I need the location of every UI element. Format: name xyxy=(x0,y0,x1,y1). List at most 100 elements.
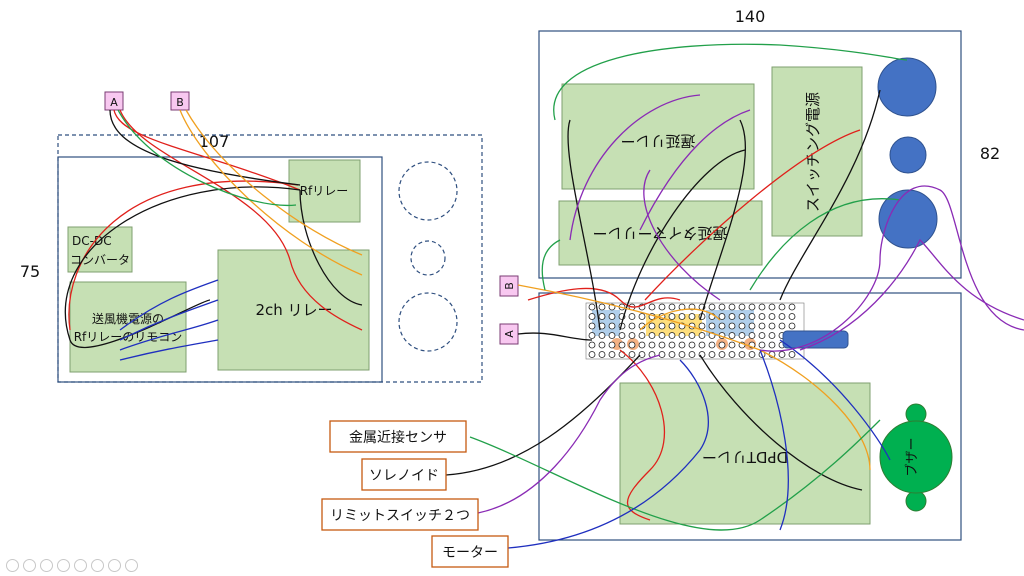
buzzer-pin-bottom xyxy=(905,490,927,512)
callout-metal-sensor-label: 金属近接センサ xyxy=(349,429,447,446)
perfboard-hole xyxy=(658,303,666,311)
perfboard-hole xyxy=(708,322,716,330)
perfboard-hole xyxy=(698,332,706,339)
perfboard-hole xyxy=(708,341,716,349)
perfboard-hole xyxy=(708,351,716,358)
rf-relay-label: Rfリレー xyxy=(300,184,349,198)
perfboard-hole xyxy=(708,303,716,311)
dimension-left-height: 75 xyxy=(20,262,40,281)
perfboard-hole xyxy=(768,332,776,339)
perfboard-hole xyxy=(678,351,686,358)
connector-a-top-label: A xyxy=(110,96,118,109)
perfboard-hole xyxy=(688,341,696,349)
perfboard-hole xyxy=(748,332,756,339)
subtitle-icon[interactable] xyxy=(108,559,121,572)
speaker-large-bottom xyxy=(878,189,938,249)
perfboard-hole xyxy=(728,332,736,339)
perfboard-hole xyxy=(748,313,756,320)
perfboard-hole xyxy=(668,303,676,311)
perfboard-hole xyxy=(758,341,766,349)
perfboard-hole xyxy=(728,341,736,349)
perfboard-hole xyxy=(768,303,776,311)
cable-gland xyxy=(782,330,849,349)
perfboard-hole xyxy=(608,332,616,339)
perfboard-hole xyxy=(788,313,796,320)
perfboard-hole xyxy=(728,303,736,311)
delay-relay-label: 遅延リレー xyxy=(620,132,695,150)
callout-limit-switch xyxy=(321,498,479,531)
previous-slide-icon[interactable] xyxy=(6,559,19,572)
perfboard-hole xyxy=(758,303,766,311)
perfboard-hole xyxy=(738,332,746,339)
perfboard-hole xyxy=(768,341,776,349)
perfboard-hole xyxy=(628,313,636,320)
perfboard-hole xyxy=(688,332,696,339)
perfboard-hole xyxy=(618,341,626,349)
perfboard-hole xyxy=(718,341,726,349)
perfboard-hole xyxy=(788,322,796,330)
perfboard-hole xyxy=(738,303,746,311)
perfboard-hole xyxy=(628,332,636,339)
perfboard-hole xyxy=(658,322,666,330)
perfboard-hole xyxy=(618,332,626,339)
perfboard-hole xyxy=(588,341,596,349)
callout-motor-label: モーター xyxy=(442,545,498,561)
more-icon[interactable] xyxy=(125,559,138,572)
dimension-left-width: 107 xyxy=(199,132,230,151)
perfboard-hole xyxy=(608,341,616,349)
left-speaker-hole-middle xyxy=(410,240,446,276)
perfboard-hole xyxy=(728,313,736,320)
perfboard-hole xyxy=(748,351,756,358)
perfboard-hole xyxy=(598,303,606,311)
perfboard xyxy=(585,302,805,360)
perfboard-hole xyxy=(778,303,786,311)
perfboard-hole xyxy=(728,322,736,330)
dpdt-relay-board xyxy=(619,382,871,525)
perfboard-hole xyxy=(668,313,676,320)
callout-metal-sensor xyxy=(329,420,467,453)
menu-icon[interactable] xyxy=(91,559,104,572)
connector-a-side-label: A xyxy=(503,330,516,338)
bottom-right-panel xyxy=(538,292,962,541)
delay-timer-relay-label: 遅延タイマーリレー xyxy=(592,224,727,242)
zoom-icon[interactable] xyxy=(74,559,87,572)
perfboard-hole xyxy=(598,313,606,320)
perfboard-hole xyxy=(658,351,666,358)
perfboard-hole xyxy=(608,313,616,320)
perfboard-hole xyxy=(638,332,646,339)
perfboard-hole xyxy=(628,322,636,330)
connector-b-side-label: B xyxy=(503,282,516,290)
perfboard-hole xyxy=(758,313,766,320)
dpdt-relay-label: DPDTリレー xyxy=(702,448,788,466)
perfboard-hole xyxy=(658,332,666,339)
perfboard-hole xyxy=(638,351,646,358)
perfboard-hole xyxy=(728,351,736,358)
perfboard-hole xyxy=(658,341,666,349)
grid-icon[interactable] xyxy=(57,559,70,572)
perfboard-hole xyxy=(588,351,596,358)
dimension-top-height: 82 xyxy=(980,144,1000,163)
perfboard-hole xyxy=(778,351,786,358)
perfboard-hole xyxy=(718,313,726,320)
perfboard-hole xyxy=(608,351,616,358)
next-slide-icon[interactable] xyxy=(23,559,36,572)
perfboard-hole xyxy=(628,351,636,358)
perfboard-hole xyxy=(768,322,776,330)
callout-solenoid-label: ソレノイド xyxy=(369,468,439,484)
perfboard-hole xyxy=(668,341,676,349)
perfboard-hole xyxy=(688,313,696,320)
perfboard-hole xyxy=(718,351,726,358)
perfboard-hole xyxy=(698,351,706,358)
perfboard-hole xyxy=(688,351,696,358)
fan-remote-label-line1: 送風機電源の xyxy=(92,311,164,326)
perfboard-hole xyxy=(778,322,786,330)
dcdc-label-line1: DC-DC xyxy=(72,234,112,248)
fan-remote-label-line2: Rfリレーのリモコン xyxy=(74,330,183,344)
left-speaker-hole-bottom xyxy=(398,292,458,352)
perfboard-hole xyxy=(588,313,596,320)
callout-limit-switch-label: リミットスイッチ２つ xyxy=(330,508,470,524)
perfboard-hole xyxy=(588,322,596,330)
pen-icon[interactable] xyxy=(40,559,53,572)
perfboard-hole xyxy=(758,332,766,339)
perfboard-hole xyxy=(598,341,606,349)
